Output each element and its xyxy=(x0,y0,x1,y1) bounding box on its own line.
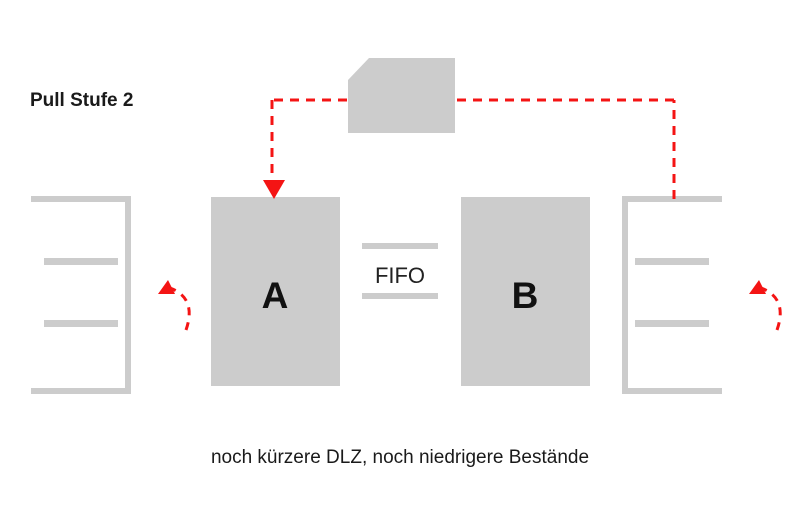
supermarket-right-shelf-2 xyxy=(635,320,709,327)
supermarket-left-shelf-2 xyxy=(44,320,118,327)
withdrawal-arrow-right-head xyxy=(749,280,766,294)
production-control-box-body xyxy=(348,58,455,133)
pull-signal-flow xyxy=(263,98,676,199)
process-box-a-body xyxy=(211,197,340,386)
supermarket-right-shelf-1 xyxy=(635,258,709,265)
fifo-lane-top-line xyxy=(362,243,438,249)
supermarket-right-back-wall xyxy=(622,196,628,394)
pull-signal-arrowhead xyxy=(263,180,285,199)
process-box-b-body xyxy=(461,197,590,386)
fifo-lane-bottom-line xyxy=(362,293,438,299)
withdrawal-arrow-left-head xyxy=(158,280,175,294)
supermarket-right-bottom-rail xyxy=(622,388,722,394)
fifo-lane-label: FIFO xyxy=(375,263,425,288)
withdrawal-arrow-right-curve xyxy=(760,286,782,331)
supermarket-left-shelf-1 xyxy=(44,258,118,265)
supermarket-left-bottom-rail xyxy=(31,388,131,394)
supermarket-right xyxy=(622,196,722,394)
fifo-lane: FIFO xyxy=(362,243,438,299)
withdrawal-arrow-left xyxy=(158,280,191,331)
supermarket-left-back-wall xyxy=(125,196,131,394)
supermarket-left-top-rail xyxy=(31,196,131,202)
withdrawal-arrow-left-curve xyxy=(169,286,191,331)
process-box-b-label: B xyxy=(512,275,539,316)
supermarket-left xyxy=(31,196,131,394)
supermarket-right-top-rail xyxy=(622,196,722,202)
production-control-box xyxy=(348,58,455,133)
process-box-a-label: A xyxy=(262,275,289,316)
page-title: Pull Stufe 2 xyxy=(30,90,133,111)
process-box-a: A xyxy=(211,197,340,386)
withdrawal-arrow-right xyxy=(749,280,782,331)
process-box-b: B xyxy=(461,197,590,386)
diagram-caption: noch kürzere DLZ, noch niedrigere Bestän… xyxy=(211,447,589,468)
